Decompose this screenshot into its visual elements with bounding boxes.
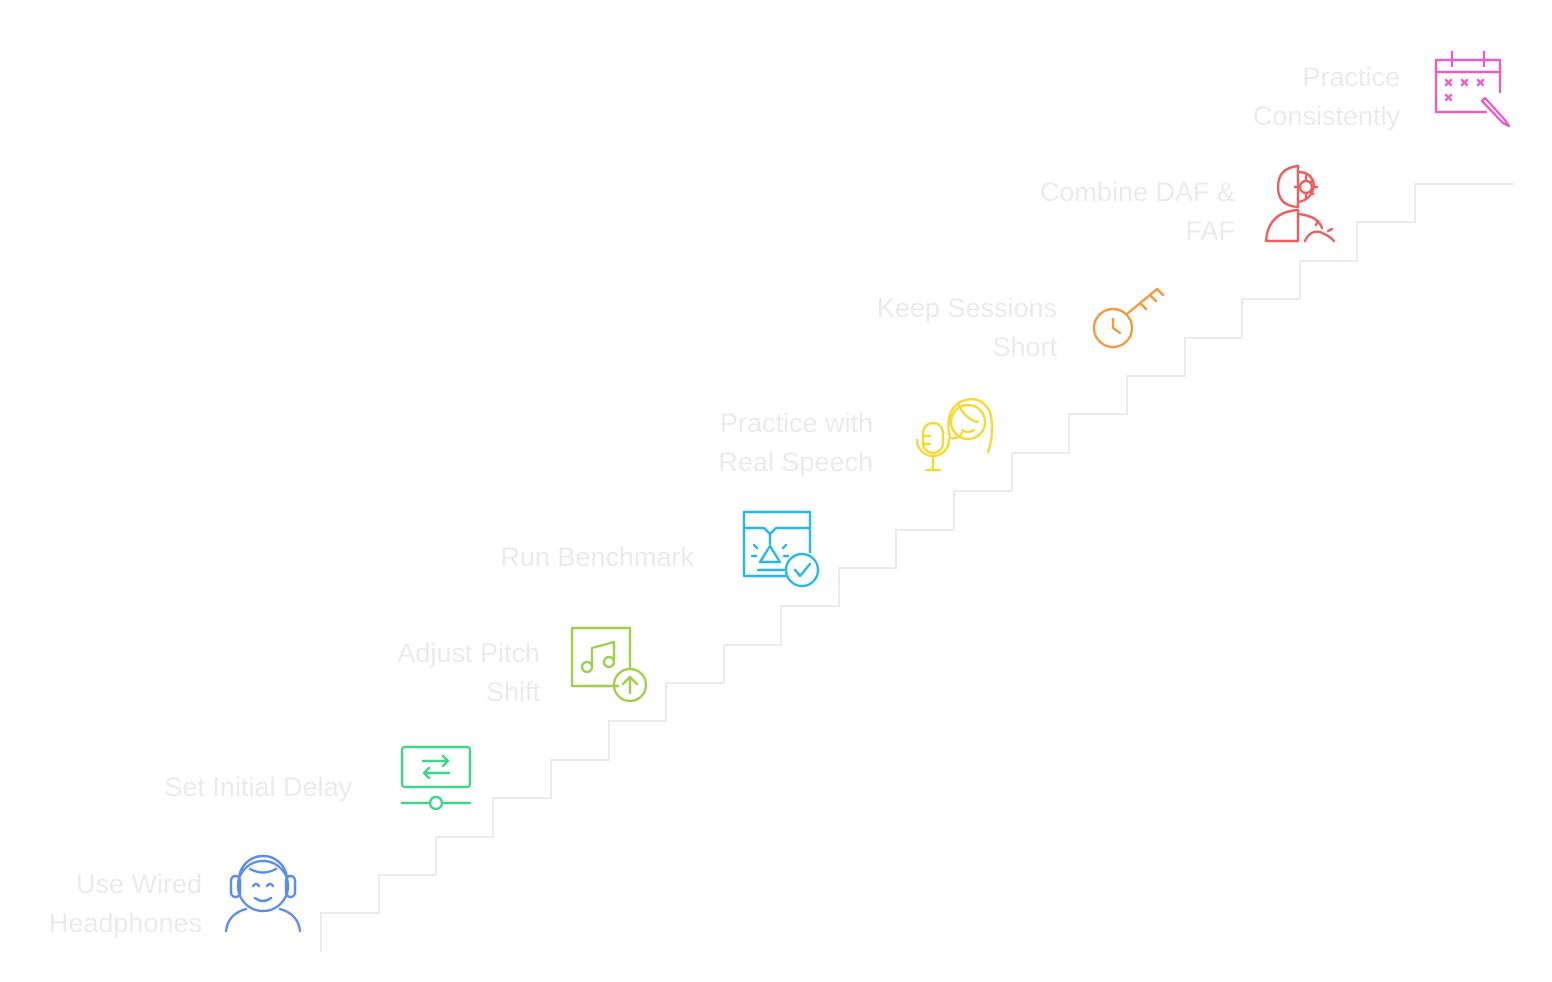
label-line: Adjust Pitch xyxy=(397,638,540,668)
calendar-pen-icon xyxy=(1434,50,1511,128)
label-line: Consistently xyxy=(1252,101,1400,131)
benchmark-check-icon xyxy=(742,510,820,588)
step-label-set-initial-delay: Set Initial Delay xyxy=(164,768,352,807)
head-gears-icon xyxy=(1264,164,1336,243)
label-line: Shift xyxy=(485,677,540,707)
label-line: Use Wired xyxy=(75,869,202,899)
staircase-line xyxy=(320,183,1514,952)
step-label-keep-sessions-short: Keep Sessions Short xyxy=(877,289,1057,367)
clock-key-icon xyxy=(1092,287,1165,349)
step-label-adjust-pitch-shift: Adjust Pitch Shift xyxy=(397,634,540,712)
label-line: Short xyxy=(992,332,1057,362)
step-label-practice-with-real-speech: Practice with Real Speech xyxy=(718,404,873,482)
headphones-person-icon xyxy=(224,854,302,933)
label-line: Headphones xyxy=(48,908,202,938)
label-line: Run Benchmark xyxy=(500,542,694,572)
step-label-run-benchmark: Run Benchmark xyxy=(500,538,694,577)
label-line: Set Initial Delay xyxy=(164,772,352,802)
label-line: FAF xyxy=(1185,216,1235,246)
step-label-combine-daf-faf: Combine DAF & FAF xyxy=(1040,173,1235,251)
step-label-use-wired-headphones: Use Wired Headphones xyxy=(49,865,202,943)
music-note-up-icon xyxy=(570,626,648,703)
label-line: Keep Sessions xyxy=(876,293,1057,323)
microphone-person-icon xyxy=(915,397,994,472)
step-label-practice-consistently: Practice Consistently xyxy=(1253,58,1400,136)
label-line: Practice xyxy=(1302,62,1400,92)
monitor-slider-icon xyxy=(400,745,472,811)
label-line: Real Speech xyxy=(718,447,873,477)
label-line: Practice with xyxy=(719,408,873,438)
label-line: Combine DAF & xyxy=(1039,177,1235,207)
